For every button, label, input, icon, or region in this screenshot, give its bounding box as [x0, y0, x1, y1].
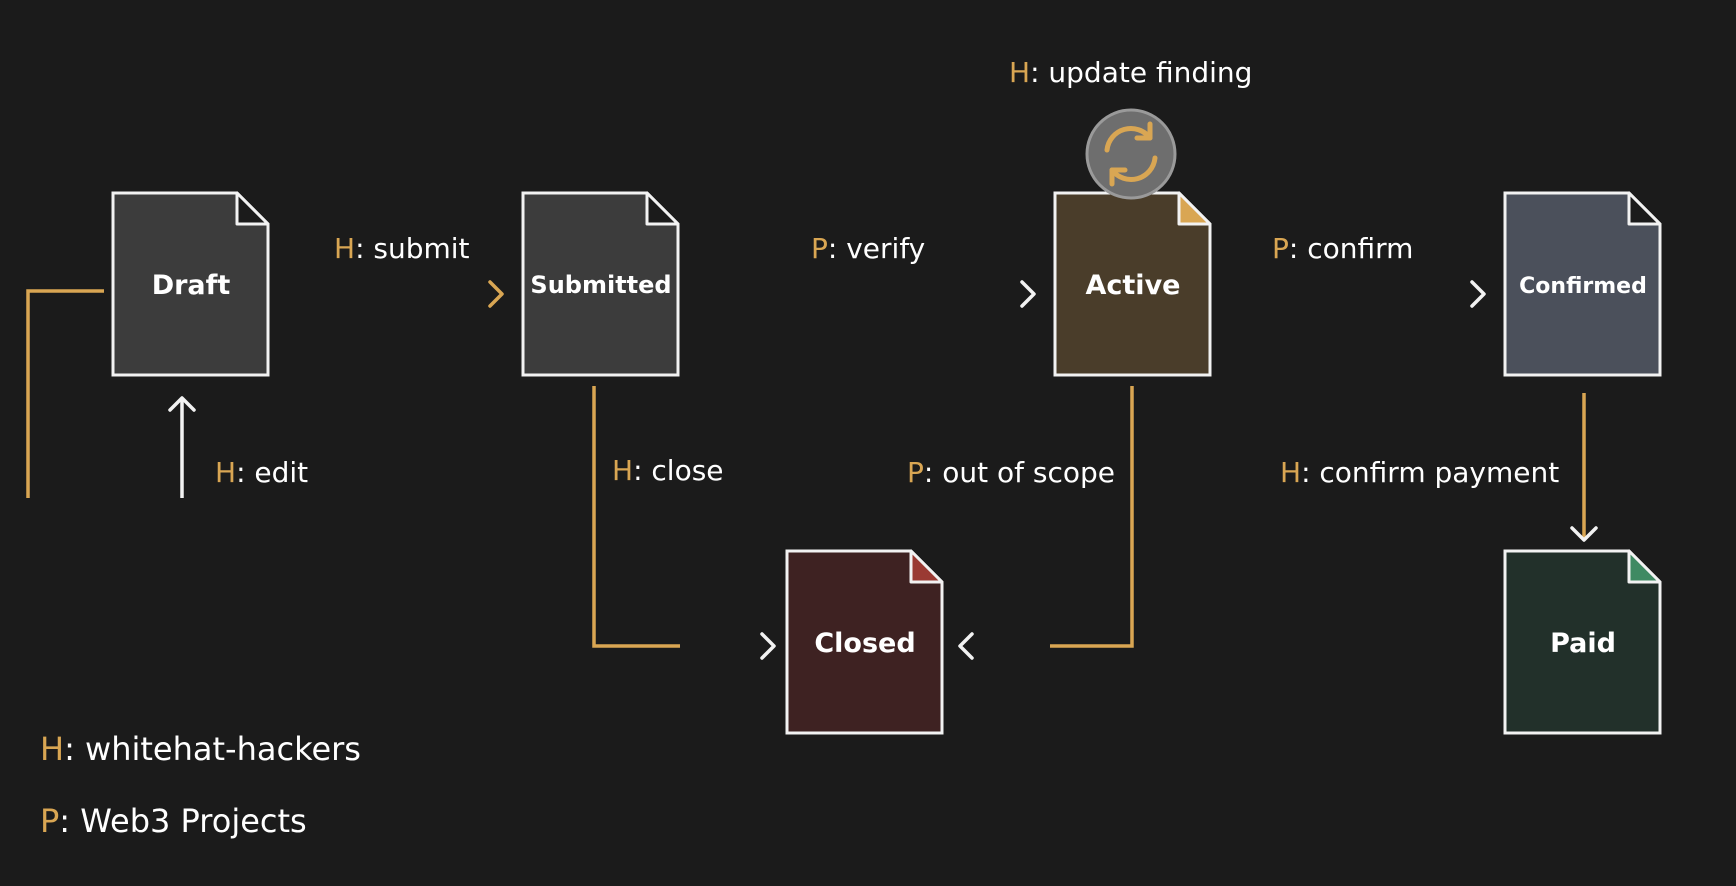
label-confirm: P: confirm [1272, 232, 1413, 265]
label-edit: H: edit [215, 456, 308, 489]
label-update-finding: H: update finding [1009, 56, 1252, 89]
label-confirm-payment: H: confirm payment [1280, 456, 1559, 489]
arrow-out-of-scope [958, 386, 1134, 660]
legend-item-p: P: Web3 Projects [40, 802, 307, 840]
state-draft: Draft [111, 191, 270, 377]
state-paid: Paid [1503, 549, 1662, 735]
paid-label: Paid [1550, 628, 1616, 659]
state-submitted: Submitted [521, 191, 680, 377]
legend: H: whitehat-hackers P: Web3 Projects [40, 730, 361, 840]
state-confirmed: Confirmed [1503, 191, 1662, 377]
confirmed-label: Confirmed [1519, 274, 1647, 299]
refresh-icon [1085, 108, 1177, 200]
arrow-verify [700, 280, 1036, 308]
state-active: Active [1053, 191, 1212, 377]
label-verify: P: verify [811, 232, 925, 265]
legend-item-h: H: whitehat-hackers [40, 730, 361, 768]
active-label: Active [1086, 270, 1181, 301]
draft-label: Draft [152, 270, 231, 301]
submitted-label: Submitted [530, 271, 671, 299]
arrow-edit-loop [26, 289, 196, 500]
label-out-of-scope: P: out of scope [907, 456, 1115, 489]
arrow-close [592, 386, 776, 660]
label-close: H: close [612, 454, 724, 487]
arrow-confirm [1220, 280, 1486, 308]
arrow-confirm-payment [1570, 393, 1598, 542]
label-submit: H: submit [334, 232, 470, 265]
arrow-submit [292, 280, 504, 308]
closed-label: Closed [814, 628, 915, 659]
state-closed: Closed [785, 549, 944, 735]
